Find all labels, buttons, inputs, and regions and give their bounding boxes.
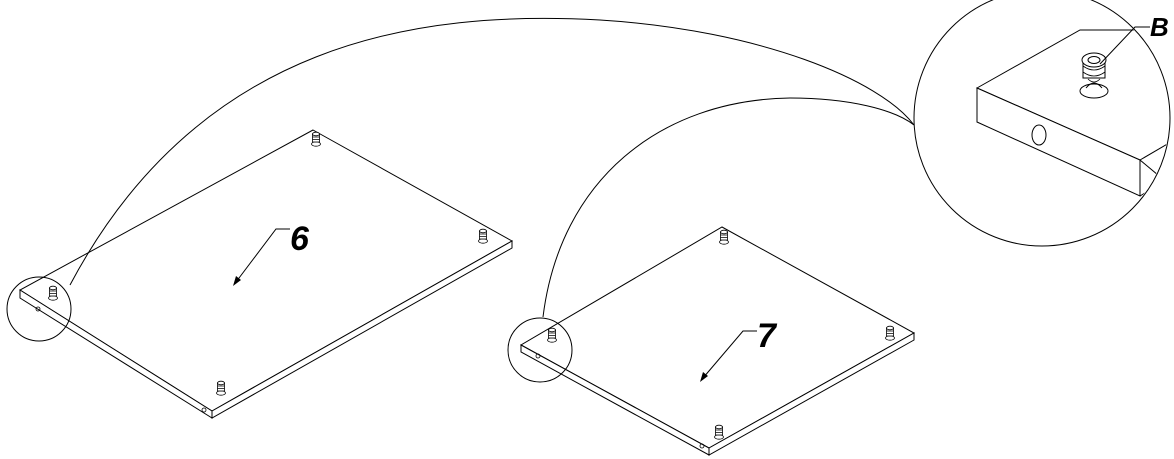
cam-fitting	[547, 327, 557, 343]
edge-hole	[1031, 124, 1047, 146]
cam-fitting-detail	[1079, 52, 1109, 99]
panel-7-arrow	[702, 330, 757, 379]
detail-view: B	[913, 0, 1171, 247]
leader-arc-panel-7	[542, 97, 915, 318]
cam-fitting	[714, 424, 724, 440]
panel-7-detail-circle	[507, 317, 573, 383]
edge-hole	[35, 306, 41, 312]
panel-6-arrow	[235, 228, 290, 283]
edge-hole	[201, 407, 207, 413]
panel-6-right-edge	[211, 240, 513, 419]
panel-6-top-face	[19, 129, 514, 412]
edge-hole	[535, 353, 541, 359]
panel-6-detail-circle	[6, 276, 72, 342]
panel-6: 6	[6, 129, 514, 419]
cam-fitting	[885, 325, 895, 341]
panel-6-label: 6	[290, 220, 310, 258]
arrow-head	[233, 276, 241, 286]
detail-leader	[1099, 26, 1150, 65]
cam-fitting	[48, 285, 58, 301]
cam-fitting	[216, 380, 226, 396]
panel-7-label: 7	[757, 317, 778, 355]
panel-7: 7	[507, 226, 916, 456]
panel-7-right-edge	[708, 332, 915, 456]
cam-fitting	[478, 228, 488, 244]
edge-hole	[699, 443, 705, 449]
arrow-head	[700, 372, 708, 382]
cam-fitting	[311, 131, 321, 147]
leader-arc-panel-6	[69, 17, 915, 286]
cam-fitting	[719, 229, 729, 245]
panel-7-top-face	[519, 226, 916, 449]
detail-label: B	[1150, 12, 1169, 42]
